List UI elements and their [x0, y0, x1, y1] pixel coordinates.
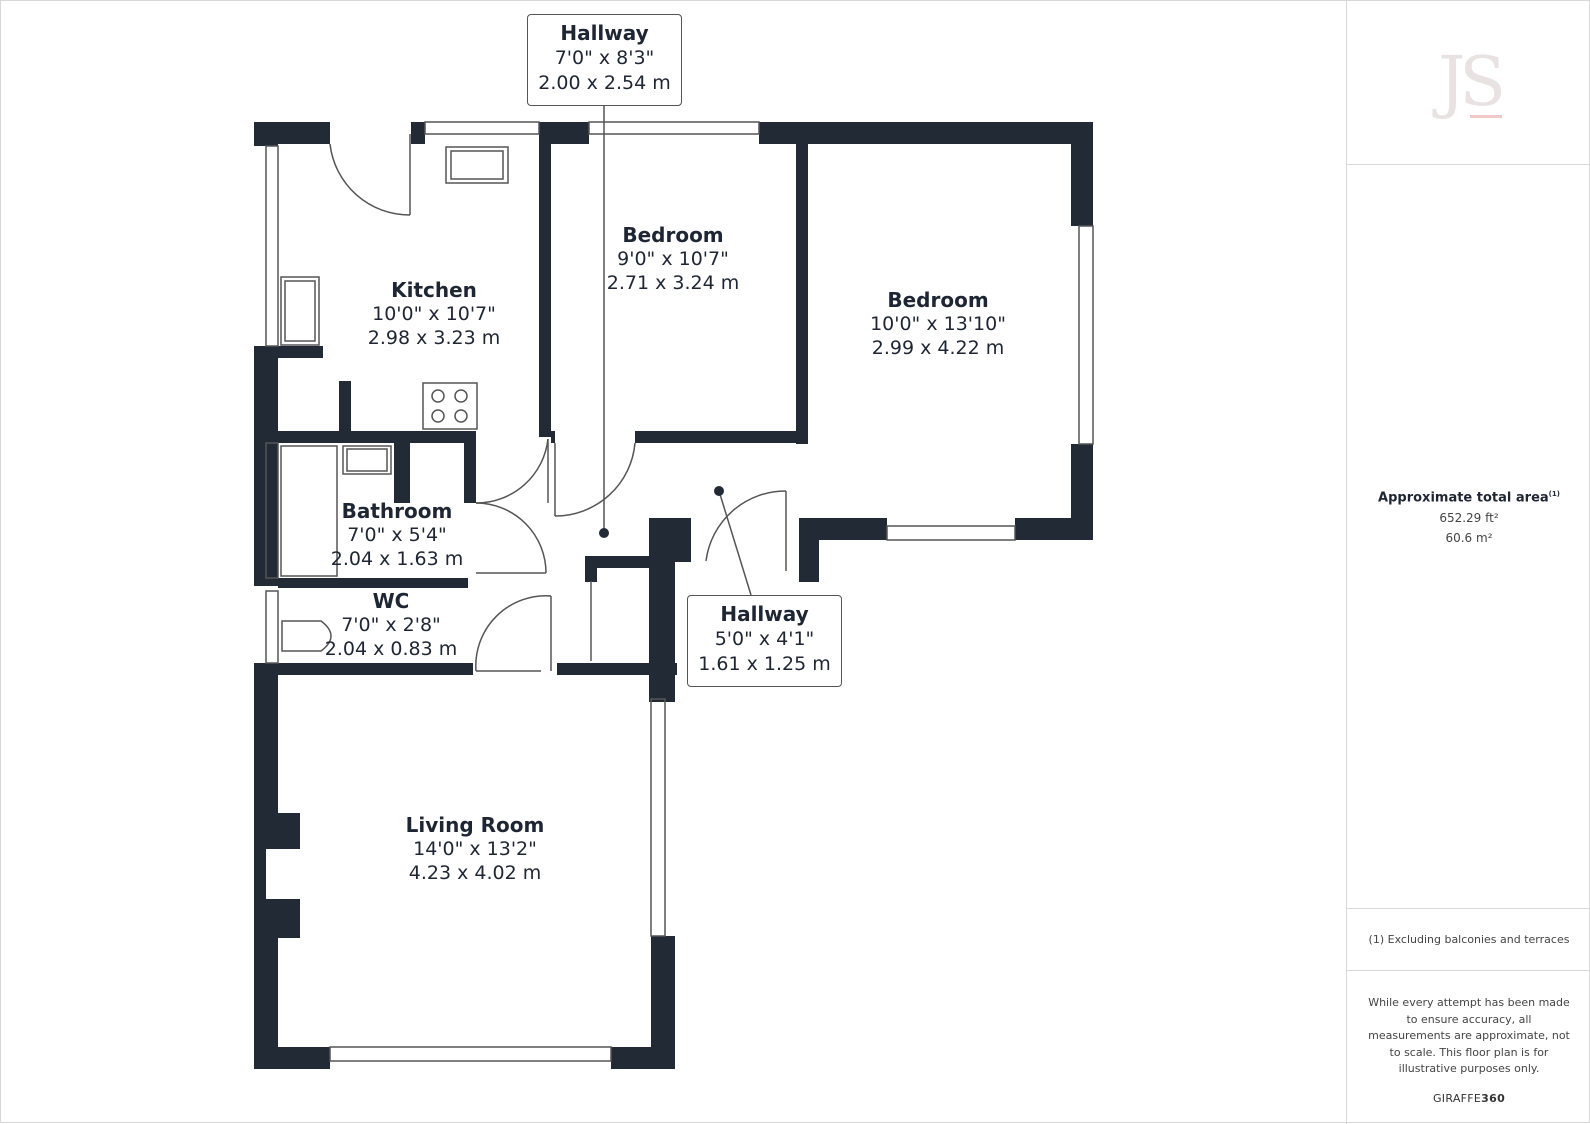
room-living-room: Living Room 14'0" x 13'2" 4.23 x 4.02 m	[406, 813, 545, 886]
room-name: WC	[372, 589, 410, 613]
room-dim-metric: 2.99 x 4.22 m	[871, 336, 1005, 359]
room-bathroom: Bathroom 7'0" x 5'4" 2.04 x 1.63 m	[331, 499, 463, 572]
callout-hallway-bottom: Hallway 5'0" x 4'1" 1.61 x 1.25 m	[687, 595, 842, 687]
info-sidebar: JS Approximate total area(1) 652.29 ft² …	[1346, 1, 1590, 1124]
room-dim-metric: 1.61 x 1.25 m	[698, 652, 831, 675]
agency-logo: JS	[1438, 43, 1506, 122]
room-name: Bedroom	[622, 223, 724, 247]
room-wc: WC 7'0" x 2'8" 2.04 x 0.83 m	[325, 589, 457, 662]
room-dim-imperial: 7'0" x 2'8"	[341, 614, 441, 636]
room-dim-imperial: 14'0" x 13'2"	[413, 838, 537, 860]
room-dim-imperial: 10'0" x 10'7"	[372, 303, 496, 325]
callout-hallway-top: Hallway 7'0" x 8'3" 2.00 x 2.54 m	[527, 14, 682, 106]
area-note-marker: (1)	[1548, 490, 1560, 498]
leader-points	[599, 486, 724, 538]
floor-plan: Bedroom 9'0" x 10'7" 2.71 x 3.24 m Kitch…	[1, 1, 1346, 1124]
room-name: Hallway	[560, 21, 649, 45]
room-dim-imperial: 5'0" x 4'1"	[714, 628, 815, 650]
brand-prefix: GIRAFFE	[1432, 1091, 1482, 1105]
area-section: Approximate total area(1) 652.29 ft² 60.…	[1347, 165, 1590, 909]
area-title-text: Approximate total area	[1378, 490, 1549, 506]
room-dim-metric: 2.71 x 3.24 m	[606, 271, 740, 294]
room-dim-imperial: 9'0" x 10'7"	[617, 248, 729, 270]
room-dim-metric: 2.04 x 0.83 m	[324, 637, 458, 660]
floor-plan-drawing	[254, 105, 1094, 1069]
room-name: Hallway	[720, 602, 809, 626]
room-dim-metric: 4.23 x 4.02 m	[408, 861, 542, 884]
fixtures-and-doors	[265, 105, 1094, 1062]
room-dim-imperial: 7'0" x 5'4"	[347, 524, 447, 546]
area-ft: 652.29 ft²	[1439, 511, 1499, 526]
room-dim-metric: 2.98 x 3.23 m	[367, 326, 501, 349]
room-kitchen: Kitchen 10'0" x 10'7" 2.98 x 3.23 m	[368, 278, 500, 351]
area-block: Approximate total area(1) 652.29 ft² 60.…	[1347, 490, 1590, 545]
fireplace-opening	[266, 849, 300, 899]
disclaimer-text: While every attempt has been made to ens…	[1368, 996, 1570, 1075]
room-name: Bathroom	[341, 499, 453, 523]
footnote: (1) Excluding balconies and terraces	[1347, 909, 1590, 971]
brand-credit: GIRAFFE360	[1347, 1092, 1590, 1105]
room-dim-metric: 2.04 x 1.63 m	[330, 547, 464, 570]
area-title: Approximate total area(1)	[1347, 490, 1590, 505]
room-dim-imperial: 10'0" x 13'10"	[870, 313, 1006, 335]
room-name: Kitchen	[391, 278, 477, 302]
room-bedroom-1: Bedroom 9'0" x 10'7" 2.71 x 3.24 m	[607, 223, 739, 296]
room-bedroom-2: Bedroom 10'0" x 13'10" 2.99 x 4.22 m	[870, 288, 1006, 361]
disclaimer-section: While every attempt has been made to ens…	[1347, 971, 1590, 1124]
room-dim-imperial: 7'0" x 8'3"	[554, 47, 655, 69]
area-m: 60.6 m²	[1445, 531, 1493, 546]
brand-suffix: 360	[1481, 1091, 1506, 1105]
room-dim-metric: 2.00 x 2.54 m	[538, 71, 671, 94]
logo-section: JS	[1347, 1, 1590, 165]
room-name: Bedroom	[887, 288, 989, 312]
room-name: Living Room	[405, 813, 545, 837]
